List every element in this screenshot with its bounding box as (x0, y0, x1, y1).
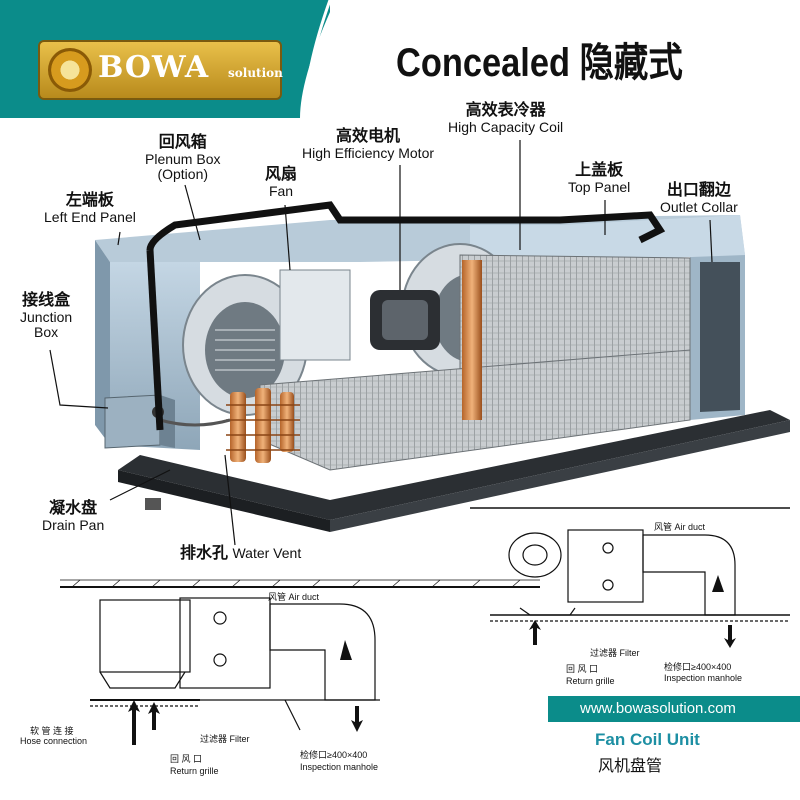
diagram2-manhole-en: Inspection manhole (664, 673, 743, 683)
label-motor: 高效电机 High Efficiency Motor (302, 128, 435, 161)
drain-pan-shape (118, 410, 790, 520)
label-outlet-collar: 出口翻边 Outlet Collar (660, 182, 738, 215)
diagram2-manhole-zh: 检修口≥400×400 (664, 662, 732, 672)
logo-emblem-icon (48, 48, 92, 92)
label-coil: 高效表冷器 High Capacity Coil (448, 102, 564, 135)
diagram1-air-duct-label: 风管 Air duct (268, 592, 320, 602)
label-water-vent: 排水孔 Water Vent (180, 545, 302, 562)
product-name-zh: 风机盘管 (598, 758, 663, 775)
drain-outlet (145, 498, 161, 510)
diagram1-manhole-zh: 检修口≥400×400 (300, 750, 368, 760)
label-top-panel: 上盖板 Top Panel (568, 162, 631, 195)
diagram2-filter-label: 过滤器 Filter (590, 648, 640, 658)
label-left-end-panel: 左端板 Left End Panel (44, 192, 136, 225)
label-junction-box: 接线盒 Junction Box (20, 292, 73, 340)
logo-name: BOWA (98, 50, 210, 85)
diagram1-hose-en: Hose connection (20, 736, 88, 746)
label-drain-pan: 凝水盘 Drain Pan (42, 500, 105, 533)
label-fan: 风扇 Fan (265, 166, 298, 199)
diagram2-return-en: Return grille (566, 676, 615, 686)
diagram1-hose-zh: 软 管 连 接 (30, 726, 74, 736)
diagram2-air-duct-label: 风管 Air duct (654, 522, 706, 532)
diagram2-return-zh: 回 风 口 (566, 664, 599, 674)
bowa-logo: BOWA solution (38, 40, 283, 100)
logo-suffix: solution (228, 66, 283, 80)
diagram1-filter-label: 过滤器 Filter (200, 734, 250, 744)
label-plenum-box: 回风箱 Plenum Box (Option) (145, 134, 221, 182)
diagram1-manhole-en: Inspection manhole (300, 762, 379, 772)
diagram1-return-en: Return grille (170, 766, 219, 776)
product-name-en: Fan Coil Unit (595, 730, 700, 749)
diagram1-return-zh: 回 风 口 (170, 754, 203, 764)
website-url[interactable]: www.bowasolution.com (580, 700, 736, 717)
page-title: Concealed 隐藏式 (396, 41, 683, 85)
